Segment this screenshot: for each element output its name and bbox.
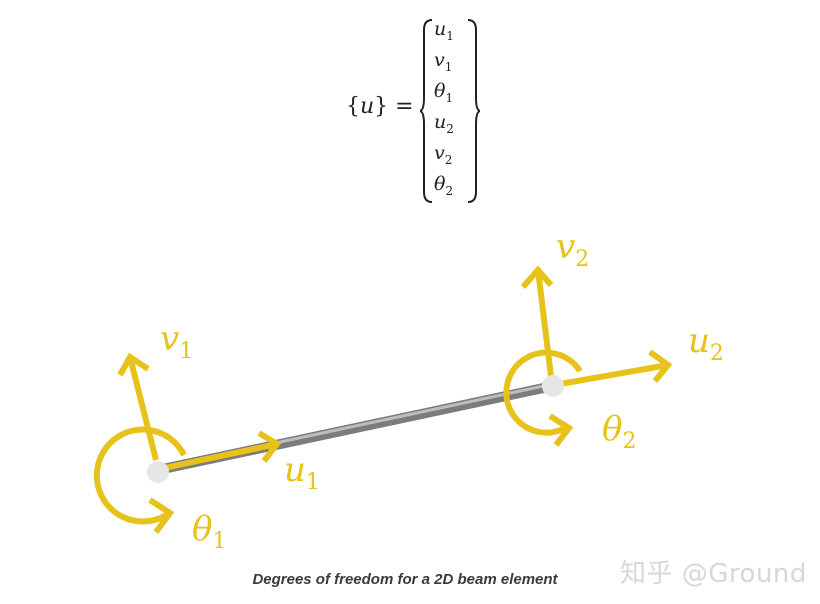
- label-theta2: θ2: [602, 409, 637, 454]
- theta1-rotation-icon: [93, 426, 187, 534]
- node1: [147, 461, 169, 483]
- label-u2: u2: [688, 321, 724, 366]
- right-brace: [467, 19, 480, 203]
- dof-vector-equation: {u} = u1 v1 θ1 u2 v2 θ2: [340, 14, 490, 204]
- u1-arrow-icon: [159, 430, 282, 472]
- v1-arrow-icon: [117, 352, 159, 461]
- figure-caption: Degrees of freedom for a 2D beam element: [252, 571, 558, 588]
- node1-dofs: [93, 352, 282, 534]
- u2-arrow-icon: [559, 349, 673, 387]
- theta2-rotation-icon: [503, 349, 583, 447]
- vector-item-u2: u2: [434, 111, 454, 136]
- equation-lhs: {u} =: [346, 94, 414, 119]
- node2: [542, 375, 564, 397]
- vector-item-v1: v1: [434, 49, 453, 74]
- left-brace: [420, 19, 433, 203]
- vector-item-theta1: θ1: [434, 80, 454, 105]
- v2-arrow-icon: [520, 265, 554, 377]
- node2-dofs: [503, 265, 673, 447]
- label-v1: v1: [160, 319, 194, 364]
- watermark: 知乎 @Ground: [620, 559, 807, 589]
- label-v2: v2: [556, 227, 590, 272]
- vector-item-theta2: θ2: [434, 173, 454, 198]
- label-u1: u1: [284, 450, 320, 495]
- dof-vector: u1 v1 θ1 u2 v2 θ2: [432, 14, 472, 200]
- vector-item-v2: v2: [434, 142, 453, 167]
- vector-item-u1: u1: [434, 18, 454, 43]
- label-theta1: θ1: [192, 509, 227, 554]
